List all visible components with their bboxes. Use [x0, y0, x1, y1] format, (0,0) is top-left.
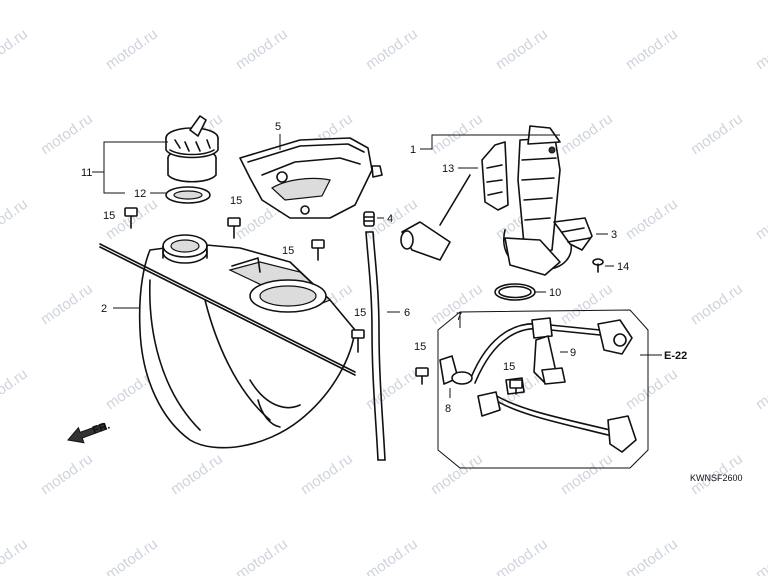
watermark-text: motod.ru	[103, 535, 161, 576]
vent-hose	[365, 231, 386, 461]
fuel-tank	[99, 234, 356, 449]
watermark-text: motod.ru	[558, 280, 616, 328]
direction-label: FR.	[91, 419, 112, 436]
watermark-text: motod.ru	[753, 535, 768, 576]
drawing-code: KWNSF2600	[690, 473, 743, 483]
watermark-text: motod.ru	[753, 25, 768, 73]
pump-o-ring	[494, 283, 536, 301]
watermark-text: motod.ru	[233, 25, 291, 73]
watermark-text: motod.ru	[558, 110, 616, 158]
bolt-icon	[227, 217, 241, 239]
watermark-text: motod.ru	[428, 450, 486, 498]
callout-6: 6	[404, 307, 410, 319]
callout-15: 15	[230, 195, 242, 207]
callout-13: 13	[442, 163, 454, 175]
callout-2: 2	[101, 303, 107, 315]
callout-8: 8	[445, 403, 451, 415]
watermark-text: motod.ru	[688, 280, 746, 328]
watermark-text: motod.ru	[688, 110, 746, 158]
pump-bracket	[553, 217, 593, 251]
callout-12: 12	[134, 188, 146, 200]
watermark-text: motod.ru	[38, 280, 96, 328]
callout-15: 15	[103, 210, 115, 222]
callout-15: 15	[282, 245, 294, 257]
watermark-text: motod.ru	[0, 25, 31, 73]
watermark-text: motod.ru	[363, 365, 421, 413]
watermark-text: motod.ru	[363, 25, 421, 73]
callout-7: 7	[456, 311, 462, 323]
bolt-icon	[509, 379, 523, 395]
watermark-text: motod.ru	[38, 450, 96, 498]
callout-9: 9	[570, 347, 576, 359]
watermark-text: motod.ru	[103, 25, 161, 73]
watermark-text: motod.ru	[298, 450, 356, 498]
watermark-text: motod.ru	[0, 535, 31, 576]
callout-1: 1	[410, 144, 416, 156]
watermark-text: motod.ru	[233, 535, 291, 576]
fuel-tray	[239, 137, 383, 219]
callout-15: 15	[503, 361, 515, 373]
fuel-pump-assembly	[400, 125, 572, 276]
callout-10: 10	[549, 287, 561, 299]
fuel-line-assembly	[437, 309, 649, 469]
callout-3: 3	[611, 229, 617, 241]
watermark-text: motod.ru	[493, 25, 551, 73]
bolt-icon-group	[124, 207, 523, 395]
direction-arrow-icon	[67, 422, 108, 444]
bolt-icon	[351, 329, 365, 353]
watermark-text: motod.ru	[558, 450, 616, 498]
watermark-text: motod.ru	[623, 535, 681, 576]
fuel-cap	[165, 115, 219, 183]
callout-15: 15	[414, 341, 426, 353]
watermark-text: motod.ru	[623, 195, 681, 243]
watermark-text: motod.ru	[0, 365, 31, 413]
hose-clip	[439, 355, 473, 385]
callout-15: 15	[354, 307, 366, 319]
callout-14: 14	[617, 261, 629, 273]
watermark-text: motod.ru	[753, 195, 768, 243]
bolt-icon	[415, 367, 429, 385]
callout-4: 4	[387, 213, 393, 225]
cap-gasket	[165, 186, 211, 204]
watermark-text: motod.ru	[753, 365, 768, 413]
callout-5: 5	[275, 121, 281, 133]
leader-lines	[92, 134, 662, 398]
watermark-text: motod.ru	[363, 535, 421, 576]
watermark-text: motod.ru	[493, 535, 551, 576]
watermark-text: motod.ru	[428, 110, 486, 158]
watermark-text: motod.ru	[0, 195, 31, 243]
watermark-text: motod.ru	[623, 365, 681, 413]
bolt-icon	[124, 207, 138, 229]
watermark-text: motod.ru	[38, 110, 96, 158]
watermark-text: motod.ru	[623, 25, 681, 73]
callout-11: 11	[81, 167, 92, 179]
bolt-icon	[311, 239, 325, 261]
hose-fitting	[363, 211, 375, 227]
reference-label: E-22	[664, 350, 687, 362]
watermark-text: motod.ru	[168, 450, 226, 498]
bracket-bolt	[592, 258, 604, 273]
